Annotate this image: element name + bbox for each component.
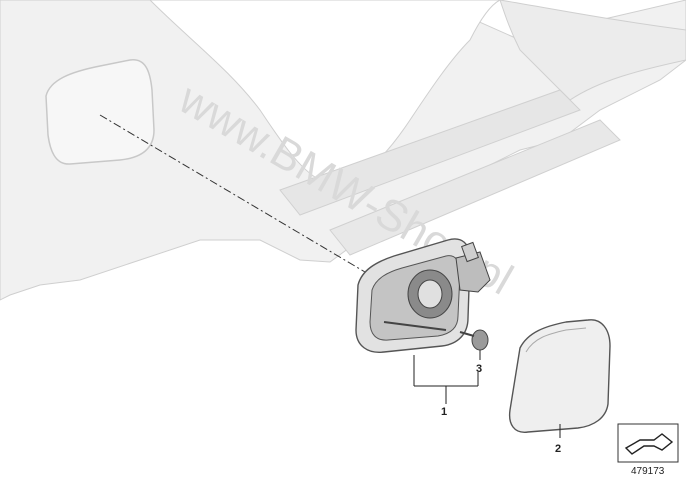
fuel-filler-flap-edge <box>525 327 587 353</box>
direction-arrow-icon <box>617 423 679 463</box>
callout-3-label: 3 <box>476 363 482 375</box>
reference-number: 479173 <box>631 466 665 477</box>
body-side-panel <box>0 0 686 301</box>
fuel-filler-housing <box>355 238 471 353</box>
callout-2-label: 2 <box>555 443 561 455</box>
fuel-door-recess-outline <box>45 59 155 165</box>
assembly-leader-line <box>99 114 366 273</box>
callout-1-bracket <box>413 355 479 404</box>
callout-1-label: 1 <box>441 406 447 418</box>
fuel-filler-flap <box>508 319 611 433</box>
lock-actuator <box>455 241 491 293</box>
actuator-pin <box>459 329 489 351</box>
